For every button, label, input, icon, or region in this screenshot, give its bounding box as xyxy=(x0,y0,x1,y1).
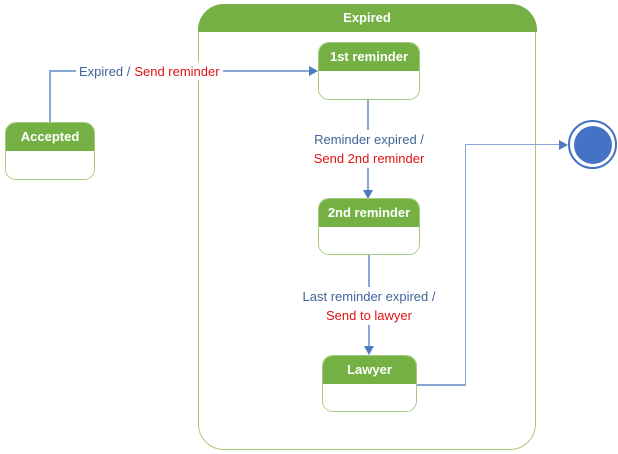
state-lawyer[interactable]: Lawyer xyxy=(322,355,417,412)
transition-trigger-text: Last reminder expired / xyxy=(302,289,436,304)
transition-trigger-text: Expired / xyxy=(79,63,131,79)
arrowhead-right-icon xyxy=(309,66,318,76)
transition-lawyer-to-final-line-bottom xyxy=(417,384,466,386)
state-first-reminder-body xyxy=(319,70,419,99)
state-lawyer-label: Lawyer xyxy=(347,361,392,377)
state-expired-header: Expired xyxy=(197,3,537,32)
state-first-reminder-label: 1st reminder xyxy=(329,48,409,64)
arrowhead-down-icon xyxy=(363,189,373,199)
arrowhead-down-icon xyxy=(364,346,374,355)
final-state-dot xyxy=(573,125,612,164)
state-lawyer-body xyxy=(323,383,416,411)
transition-trigger-text: Reminder expired / xyxy=(314,132,424,147)
transition-label-first-to-second: Reminder expired / Send 2nd reminder xyxy=(310,130,428,168)
state-second-reminder-body xyxy=(319,226,419,254)
state-accepted-body xyxy=(6,150,94,179)
transition-lawyer-to-final-line-vertical xyxy=(464,144,466,385)
state-second-reminder-header: 2nd reminder xyxy=(319,199,419,227)
state-first-reminder[interactable]: 1st reminder xyxy=(318,42,420,100)
transition-label-accepted-to-first: Expired / Send reminder xyxy=(76,62,223,80)
transition-action-text: Send reminder xyxy=(134,63,220,79)
state-first-reminder-header: 1st reminder xyxy=(319,43,419,71)
state-second-reminder-label: 2nd reminder xyxy=(327,204,411,220)
state-lawyer-header: Lawyer xyxy=(323,356,416,384)
state-accepted-label: Accepted xyxy=(20,128,80,144)
transition-action-text: Send to lawyer xyxy=(325,308,412,323)
state-expired-label: Expired xyxy=(343,10,391,25)
state-accepted[interactable]: Accepted xyxy=(5,122,95,180)
final-state[interactable] xyxy=(568,120,617,169)
transition-label-second-to-lawyer: Last reminder expired / Send to lawyer xyxy=(299,287,439,325)
transition-accepted-to-first-line-vertical xyxy=(49,71,51,122)
state-second-reminder[interactable]: 2nd reminder xyxy=(318,198,420,255)
transition-action-text: Send 2nd reminder xyxy=(313,151,425,166)
state-accepted-header: Accepted xyxy=(6,123,94,151)
arrowhead-right-icon xyxy=(559,139,568,150)
transition-lawyer-to-final-line-top xyxy=(465,143,560,146)
